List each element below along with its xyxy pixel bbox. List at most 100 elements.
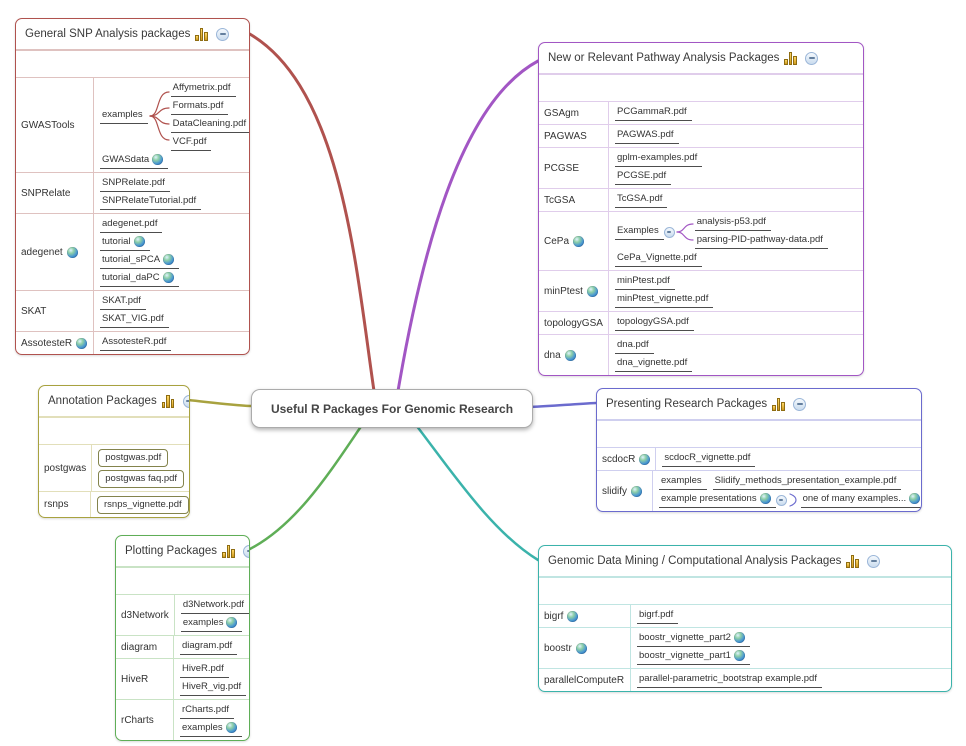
package-node[interactable]: rsnps: [44, 499, 68, 510]
pdf-node[interactable]: minPtest.pdf: [615, 275, 675, 290]
pdf-node[interactable]: HiveR.pdf: [180, 663, 229, 678]
package-node[interactable]: boostr: [544, 642, 587, 654]
root-node[interactable]: Useful R Packages For Genomic Research: [251, 389, 533, 428]
tutorial-node[interactable]: tutorial_sPCA: [100, 254, 180, 269]
package-node[interactable]: diagram: [121, 642, 157, 653]
pdf-node[interactable]: Formats.pdf: [170, 100, 229, 115]
pdf-node[interactable]: analysis-p53.pdf: [694, 216, 771, 231]
branch-header[interactable]: Plotting Packages: [116, 536, 249, 567]
package-node[interactable]: TcGSA: [544, 195, 575, 206]
package-node[interactable]: HiveR: [121, 674, 148, 685]
presentations-node[interactable]: example presentations: [659, 493, 776, 508]
pdf-node[interactable]: scdocR_vignette.pdf: [662, 452, 756, 467]
pdf-node[interactable]: Slidify_methods_presentation_example.pdf: [712, 475, 902, 490]
spacer-row: [16, 50, 249, 77]
pdf-node[interactable]: dna.pdf: [615, 339, 654, 354]
examples-node[interactable]: examples: [100, 109, 148, 124]
pdf-node[interactable]: SNPRelate.pdf: [100, 177, 170, 192]
pdf-node[interactable]: rCharts.pdf: [180, 704, 234, 719]
package-node[interactable]: d3Network: [121, 610, 169, 621]
package-node[interactable]: rCharts: [121, 715, 154, 726]
pdf-node[interactable]: gplm-examples.pdf: [615, 152, 703, 167]
package-node[interactable]: PCGSE: [544, 163, 579, 174]
package-node[interactable]: PAGWAS: [544, 131, 587, 142]
content-cell: examples Affymetrix.pdf Formats.pdf Data…: [94, 78, 249, 172]
pdf-node[interactable]: postgwas faq.pdf: [98, 469, 185, 488]
collapse-button[interactable]: [243, 544, 249, 558]
pdf-node[interactable]: d3Network.pdf: [180, 599, 249, 614]
pdf-node[interactable]: AssotesteR.pdf: [100, 336, 172, 351]
content-cell: rsnps_vignette.pdf: [91, 492, 189, 517]
pdf-node[interactable]: VCF.pdf: [170, 136, 212, 151]
example-node[interactable]: one of many examples...: [800, 493, 921, 508]
package-node[interactable]: adegenet: [21, 246, 78, 258]
pdf-node[interactable]: boostr_vignette_part2: [637, 632, 750, 647]
pdf-node[interactable]: adegenet.pdf: [100, 217, 163, 233]
branch-header[interactable]: Presenting Research Packages: [597, 389, 921, 420]
pdf-node[interactable]: parallel-parametric_bootstrap example.pd…: [637, 673, 822, 688]
package-node[interactable]: AssotesteR: [21, 337, 88, 349]
package-node[interactable]: postgwas: [44, 463, 86, 474]
branch-header[interactable]: New or Relevant Pathway Analysis Package…: [539, 43, 863, 74]
package-cell: slidify: [597, 471, 653, 511]
package-cell: bigrf: [539, 605, 631, 627]
pdf-node[interactable]: TcGSA.pdf: [615, 193, 668, 208]
node-label: adegenet.pdf: [102, 217, 158, 229]
content-cell: SNPRelate.pdf SNPRelateTutorial.pdf: [94, 173, 249, 213]
collapse-button[interactable]: [793, 397, 807, 411]
tutorial-node[interactable]: tutorial: [100, 236, 150, 251]
collapse-button[interactable]: [663, 226, 675, 238]
package-node[interactable]: scdocR: [602, 453, 651, 465]
pdf-node[interactable]: SKAT.pdf: [100, 295, 146, 310]
pdf-node[interactable]: PCGammaR.pdf: [615, 106, 692, 121]
pdf-node[interactable]: DataCleaning.pdf: [170, 117, 249, 133]
pdf-node[interactable]: diagram.pdf: [180, 640, 238, 655]
collapse-button[interactable]: [216, 27, 230, 41]
collapse-button[interactable]: [775, 494, 787, 506]
pdf-node[interactable]: HiveR_vig.pdf: [180, 681, 247, 696]
node-label: DataCleaning.pdf: [172, 117, 247, 129]
package-node[interactable]: slidify: [602, 485, 643, 497]
package-node[interactable]: dna: [544, 349, 576, 361]
branch-genomic-data-mining: Genomic Data Mining / Computational Anal…: [538, 545, 952, 692]
branch-header[interactable]: General SNP Analysis packages: [16, 19, 249, 50]
data-node[interactable]: GWASdata: [100, 154, 169, 169]
pdf-node[interactable]: dna_vignette.pdf: [615, 357, 693, 372]
package-node[interactable]: minPtest: [544, 285, 598, 297]
pdf-node[interactable]: minPtest_vignette.pdf: [615, 293, 714, 308]
pdf-node[interactable]: CePa_Vignette.pdf: [615, 252, 702, 267]
collapse-button[interactable]: [867, 554, 881, 568]
pdf-node[interactable]: PAGWAS.pdf: [615, 129, 679, 144]
node-label: boostr_vignette_part1: [639, 649, 731, 661]
pdf-node[interactable]: Affymetrix.pdf: [170, 82, 236, 97]
tutorial-node[interactable]: tutorial_daPC: [100, 272, 179, 287]
examples-node[interactable]: Examples: [615, 225, 664, 240]
package-node[interactable]: bigrf: [544, 610, 579, 622]
pdf-node[interactable]: PCGSE.pdf: [615, 170, 672, 185]
package-node[interactable]: topologyGSA: [544, 318, 603, 329]
pdf-node[interactable]: SKAT_VIG.pdf: [100, 313, 169, 328]
pdf-node[interactable]: postgwas.pdf: [98, 448, 169, 467]
package-node[interactable]: GWASTools: [21, 120, 75, 131]
package-node[interactable]: SKAT: [21, 306, 46, 317]
examples-node[interactable]: examples: [659, 475, 707, 490]
package-node[interactable]: CePa: [544, 235, 585, 247]
package-node[interactable]: GSAgm: [544, 108, 579, 119]
package-node[interactable]: SNPRelate: [21, 188, 70, 199]
pdf-node[interactable]: rsnps_vignette.pdf: [97, 495, 189, 514]
pdf-node[interactable]: parsing-PID-pathway-data.pdf: [694, 234, 828, 249]
branch-header[interactable]: Genomic Data Mining / Computational Anal…: [539, 546, 951, 577]
examples-node[interactable]: examples: [180, 722, 242, 737]
globe-icon: [575, 642, 587, 654]
examples-node[interactable]: examples: [180, 617, 243, 632]
branch-header[interactable]: Annotation Packages: [39, 386, 189, 417]
collapse-button[interactable]: [805, 51, 819, 65]
pdf-node[interactable]: bigrf.pdf: [637, 609, 679, 624]
node-label: postgwas.pdf: [105, 451, 162, 463]
pdf-node[interactable]: boostr_vignette_part1: [637, 650, 750, 665]
pdf-node[interactable]: SNPRelateTutorial.pdf: [100, 195, 202, 210]
collapse-button[interactable]: [182, 394, 189, 408]
spacer-row: [597, 420, 921, 447]
pdf-node[interactable]: topologyGSA.pdf: [615, 316, 694, 331]
package-node[interactable]: parallelComputeR: [544, 675, 624, 686]
